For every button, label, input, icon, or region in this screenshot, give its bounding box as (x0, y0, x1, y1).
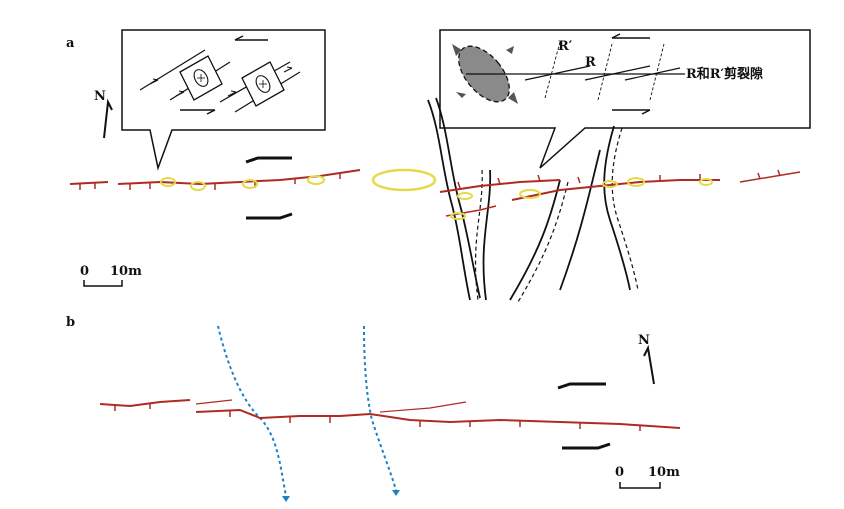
scale-bar-b: 0 10m (615, 465, 680, 489)
north-arrow-b: N (638, 333, 655, 385)
fault-traces-b (99, 399, 681, 429)
stream-arrow-2 (392, 490, 400, 496)
lenses-a (160, 168, 713, 220)
streams-a (427, 97, 639, 303)
panel-a-label: a (66, 36, 75, 51)
r-label: R (585, 55, 596, 70)
shear-arrows-b (557, 382, 611, 450)
rotated-block-1 (179, 55, 223, 101)
large-lens (371, 168, 437, 192)
panel-b-label: b (66, 315, 76, 330)
scale-ten-a: 10m (110, 264, 142, 279)
scale-bar-a: 0 10m (80, 264, 142, 287)
shear-fracture-label: R和R′剪裂隙 (686, 66, 763, 82)
stream-arrow-1 (282, 496, 290, 502)
callout-right: R′ R R和R′剪裂隙 (439, 29, 811, 169)
scale-zero-b: 0 (615, 465, 624, 480)
callout-left (121, 29, 326, 171)
ext-arrow-nw (452, 44, 462, 56)
north-label-a: N (94, 89, 106, 104)
rotated-block-2 (241, 61, 285, 107)
fault-ticks-b (114, 403, 641, 431)
north-label-b: N (638, 333, 650, 348)
ext-arrow-se (508, 92, 518, 104)
shear-arrows-a (245, 156, 293, 220)
r-prime-label: R′ (558, 39, 573, 54)
north-arrow-a: N (94, 89, 113, 139)
streams-b (217, 325, 397, 497)
scale-zero-a: 0 (80, 264, 89, 279)
scale-ten-b: 10m (648, 465, 680, 480)
fault-ticks-a (79, 169, 781, 190)
